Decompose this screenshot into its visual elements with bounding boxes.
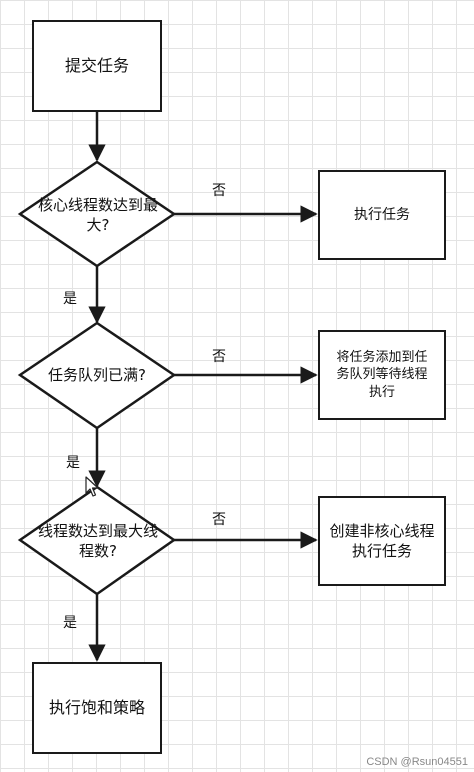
- decision-queue-full-shape: [17, 321, 177, 430]
- edge-label-no-1: 否: [212, 183, 226, 199]
- mouse-pointer-icon: [85, 476, 99, 497]
- node-run-task: 执行任务: [318, 170, 446, 260]
- edge-label-yes-2: 是: [66, 455, 80, 471]
- node-reject-policy-label: 执行饱和策略: [48, 698, 145, 718]
- node-submit-task-label: 提交任务: [64, 56, 129, 76]
- edge-label-yes-1: 是: [63, 291, 77, 307]
- watermark: CSDN @Rsun04551: [366, 756, 468, 768]
- node-submit-task: 提交任务: [32, 20, 162, 112]
- edge-label-no-3: 否: [212, 512, 226, 528]
- node-create-thread-label: 创建非核心线程执行任务: [329, 521, 435, 560]
- node-enqueue-label: 将任务添加到任务队列等待线程执行: [336, 349, 428, 400]
- edge-label-yes-3: 是: [63, 615, 77, 631]
- edge-label-no-2: 否: [212, 349, 226, 365]
- node-reject-policy: 执行饱和策略: [32, 662, 162, 754]
- node-run-task-label: 执行任务: [354, 206, 410, 223]
- decision-thread-max-shape: [17, 485, 177, 596]
- node-create-thread: 创建非核心线程执行任务: [318, 496, 446, 586]
- decision-core-max-shape: [17, 160, 177, 268]
- node-enqueue: 将任务添加到任务队列等待线程执行: [318, 330, 446, 420]
